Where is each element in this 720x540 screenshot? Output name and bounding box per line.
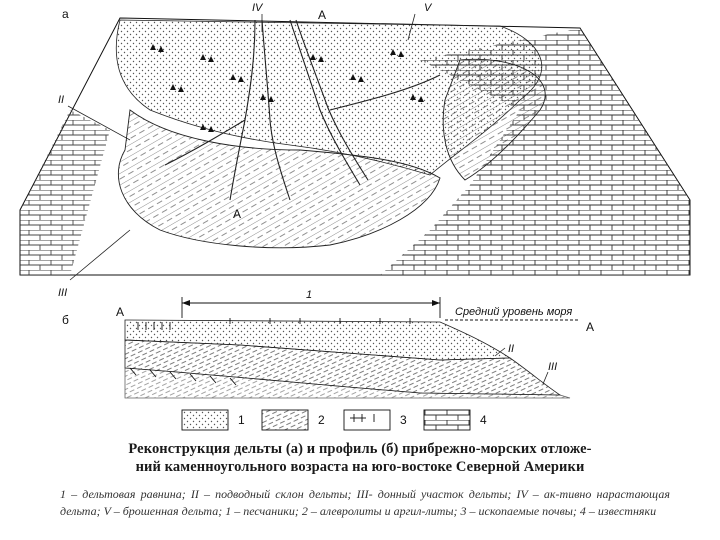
panel-b-label: б <box>62 313 69 327</box>
panel-a-label: а <box>62 7 69 21</box>
label-IV: IV <box>252 2 264 14</box>
legend-num-3: 3 <box>400 413 407 427</box>
legend: 1 2 3 4 <box>182 410 487 430</box>
caption-title-line2: ний каменноугольного возраста на юго-вос… <box>0 458 720 476</box>
label-A-mid: А <box>233 207 241 221</box>
arrow-right <box>432 300 440 306</box>
profile-section: б А А 1 Средний уровень моря <box>62 289 594 398</box>
label-profile-II: II <box>508 343 514 355</box>
legend-swatch-sandstone <box>182 410 228 430</box>
label-A-top: А <box>318 8 326 22</box>
block-diagram: а IV А V II А III <box>20 2 690 299</box>
caption-legend: 1 – дельтовая равнина; II – подводный ск… <box>60 486 670 520</box>
label-II: II <box>58 94 64 106</box>
delta-figure: а IV А V II А III б А А 1 Средний уровен… <box>0 0 720 440</box>
label-A-right: А <box>586 320 594 334</box>
label-profile-III: III <box>548 361 557 373</box>
legend-swatch-siltstone <box>262 410 308 430</box>
legend-swatch-limestone <box>424 410 470 430</box>
legend-num-4: 4 <box>480 413 487 427</box>
legend-swatch-soil <box>344 410 390 430</box>
label-III: III <box>58 287 67 299</box>
arrow-left <box>182 300 190 306</box>
legend-num-2: 2 <box>318 413 325 427</box>
caption-title-line1: Реконструкция дельты (а) и профиль (б) п… <box>0 440 720 458</box>
pointer-profile-III <box>543 372 548 384</box>
label-1: 1 <box>306 289 312 301</box>
label-A-left: А <box>116 305 124 319</box>
label-V: V <box>424 2 433 14</box>
sea-level-label: Средний уровень моря <box>455 306 572 318</box>
legend-num-1: 1 <box>238 413 245 427</box>
